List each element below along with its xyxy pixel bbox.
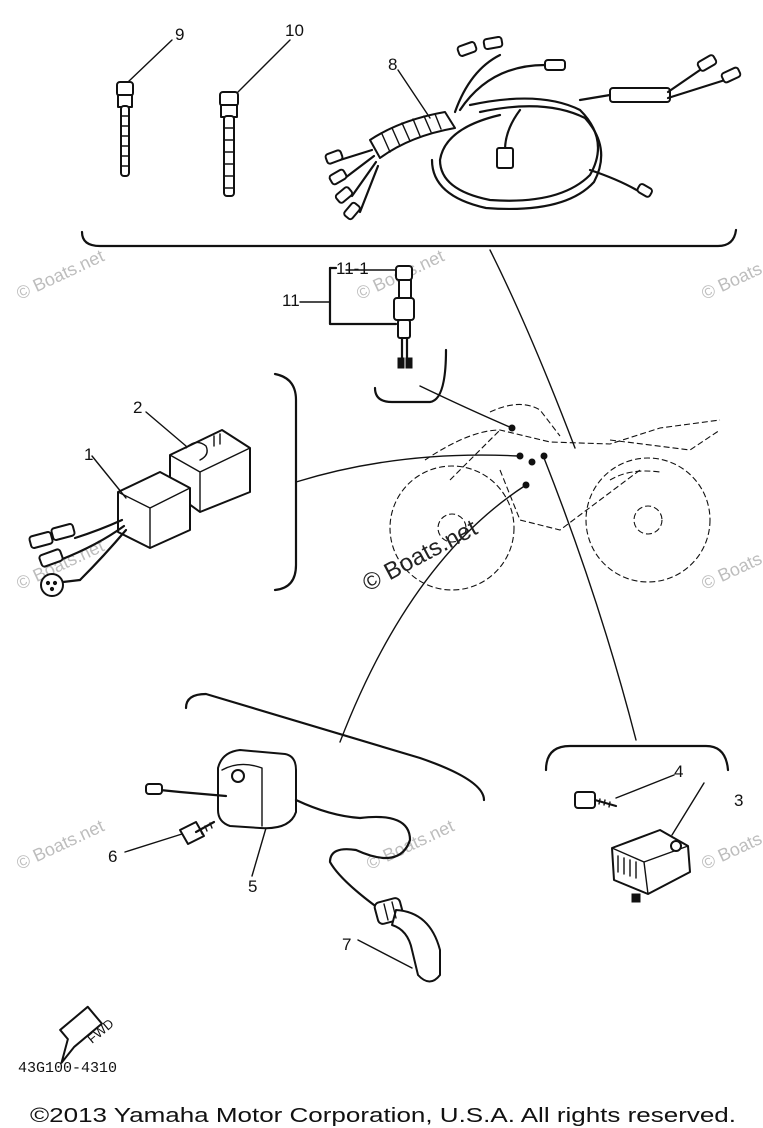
part-8-wire-harness: [324, 35, 742, 221]
callout-leaders: [91, 39, 705, 969]
watermark-text: © Boats.net: [363, 816, 457, 874]
callout-7: 7: [342, 935, 351, 954]
callout-6: 6: [108, 847, 117, 866]
part-6-screw: [179, 820, 216, 845]
left-group-bracket: [273, 372, 298, 592]
fwd-arrow-icon: FWD: [59, 1005, 117, 1064]
part-7-plug-cap: [373, 897, 441, 983]
part-10-band: [219, 91, 239, 197]
part-4-bolt: [574, 791, 618, 809]
callout-1: 1: [84, 445, 93, 464]
watermark-text: © Boats.net: [698, 246, 763, 304]
callout-4: 4: [674, 762, 683, 781]
copyright-notice: ©2013 Yamaha Motor Corporation, U.S.A. A…: [30, 1105, 736, 1127]
callout-9: 9: [175, 25, 184, 44]
callout-5: 5: [248, 877, 257, 896]
watermark-text: © Boats.net: [13, 816, 107, 874]
watermark-text: © Boats.net: [698, 536, 763, 594]
part-3-rectifier-regulator: [611, 829, 691, 903]
watermark-center: © Boats.net: [358, 514, 482, 597]
watermark-text: © Boats.net: [698, 816, 763, 874]
part-9-band: [116, 81, 134, 177]
motorcycle-outline: [389, 403, 721, 591]
bottom-right-bracket: [544, 744, 730, 772]
bottom-left-bracket: [184, 692, 486, 802]
top-group-bracket: [80, 228, 738, 248]
callout-10: 10: [285, 21, 304, 40]
callout-11: 11: [282, 291, 300, 310]
diagram-code: 43G100-4310: [18, 1060, 117, 1077]
watermark-text: © Boats.net: [13, 246, 107, 304]
item-11-bracket: [373, 348, 448, 404]
part-1-cdi-unit: [28, 471, 191, 597]
part-11-switch: [328, 265, 415, 369]
callout-8: 8: [388, 55, 397, 74]
callout-3: 3: [734, 791, 743, 810]
callout-11-1: 11-1: [336, 259, 369, 278]
leader-lines: [295, 249, 637, 743]
part-5-pickup-coil: [145, 749, 412, 910]
callout-2: 2: [133, 398, 142, 417]
